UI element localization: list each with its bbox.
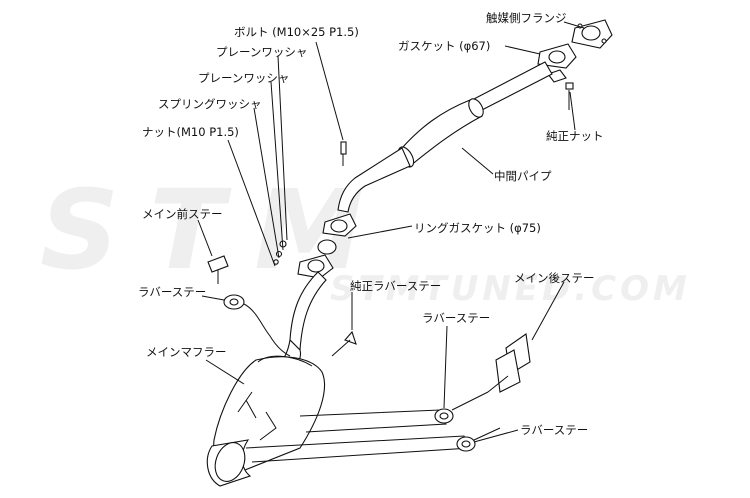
label-main-front-stay: メイン前ステー [142,207,223,221]
label-plain-washer-1: プレーンワッシャ [216,45,307,59]
label-rubber-stay-mid: ラバーステー [422,311,490,325]
cat-flange-shape [571,19,613,49]
rear-stays-drawing [434,333,531,452]
label-main-rear-stay: メイン後ステー [514,271,595,285]
label-spring-washer: スプリングワッシャ [158,97,262,111]
label-plain-washer-2: プレーンワッシャ [198,71,289,85]
label-oem-rubber-stay: 純正ラバーステー [350,279,441,293]
label-cat-flange: 触媒側フランジ [486,11,567,25]
oem-nut-shape [547,69,574,110]
watermark-logo: STM STMTUNED.COM [40,166,691,309]
ring-gasket-shape [317,239,337,255]
mid-pipe-drawing [322,19,613,237]
svg-text:STMTUNED.COM: STMTUNED.COM [330,269,691,309]
label-mid-pipe: 中間パイプ [494,169,552,183]
main-muffler-drawing [206,355,471,487]
label-rubber-stay-left: ラバーステー [138,285,206,299]
label-gasket-67: ガスケット (φ67) [398,39,490,53]
label-main-muffler: メインマフラー [146,345,227,359]
part-labels: ボルト (M10×25 P1.5) プレーンワッシャ プレーンワッシャ スプリン… [138,11,604,437]
leader-lines [197,21,585,443]
label-nut: ナット(M10 P1.5) [142,125,239,139]
gasket-67-shape [537,43,577,69]
label-rubber-stay-bottom: ラバーステー [520,423,588,437]
label-ring-gasket: リングガスケット (φ75) [414,221,541,235]
label-bolt: ボルト (M10×25 P1.5) [234,25,359,39]
label-oem-nut: 純正ナット [546,129,604,143]
